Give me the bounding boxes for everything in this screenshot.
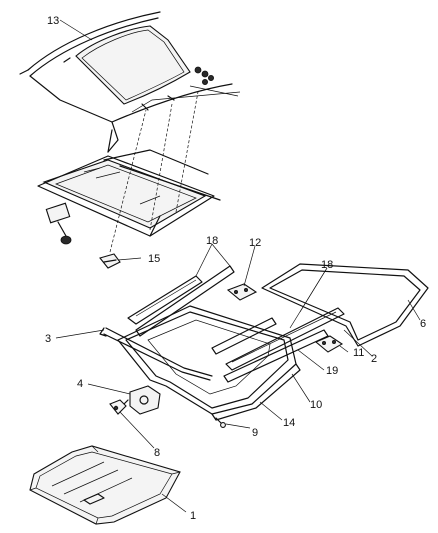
callout-15: 15 [148,253,160,265]
sunshade-panel-1 [29,445,181,525]
callout-10: 10 [310,399,322,411]
guide-rail-18-right [225,307,345,371]
leader-lines [55,19,421,513]
callout-18-right: 18 [321,259,333,271]
motor-4 [123,385,161,415]
roof-clips [63,57,214,111]
callout-13: 13 [47,15,59,27]
guide-rail-18-left [127,275,203,325]
drain-fitting-9 [215,417,226,428]
callout-9: 9 [252,427,258,439]
weather-strip-seal [261,263,429,347]
explode-lines [109,91,199,253]
vehicle-roof [19,11,241,153]
callout-12: 12 [249,237,261,249]
callout-19: 19 [326,365,338,377]
callout-14: 14 [283,417,295,429]
callout-6: 6 [420,318,426,330]
drive-motor-assembly [45,202,72,245]
guide-rail-18-mid [135,265,235,337]
mounting-clip-15 [99,253,121,269]
callout-4: 4 [77,378,83,390]
callout-labels: 13 15 18 12 18 6 3 11 2 19 4 10 14 9 8 1 [45,15,426,522]
guide-rail-18-inner [211,317,277,355]
callout-18-top: 18 [206,235,218,247]
callout-11: 11 [353,347,364,359]
roof-glass-opening [75,25,191,105]
assembled-sunroof-frame [37,129,221,237]
bracket-11 [314,335,344,353]
callout-3: 3 [45,333,51,345]
guide-rail-19 [223,329,329,383]
callout-8: 8 [154,447,160,459]
connector-8 [109,399,127,415]
rear-rail-3 [99,327,213,381]
callout-2: 2 [371,353,377,365]
callout-1: 1 [190,510,196,522]
bracket-12 [226,283,258,301]
